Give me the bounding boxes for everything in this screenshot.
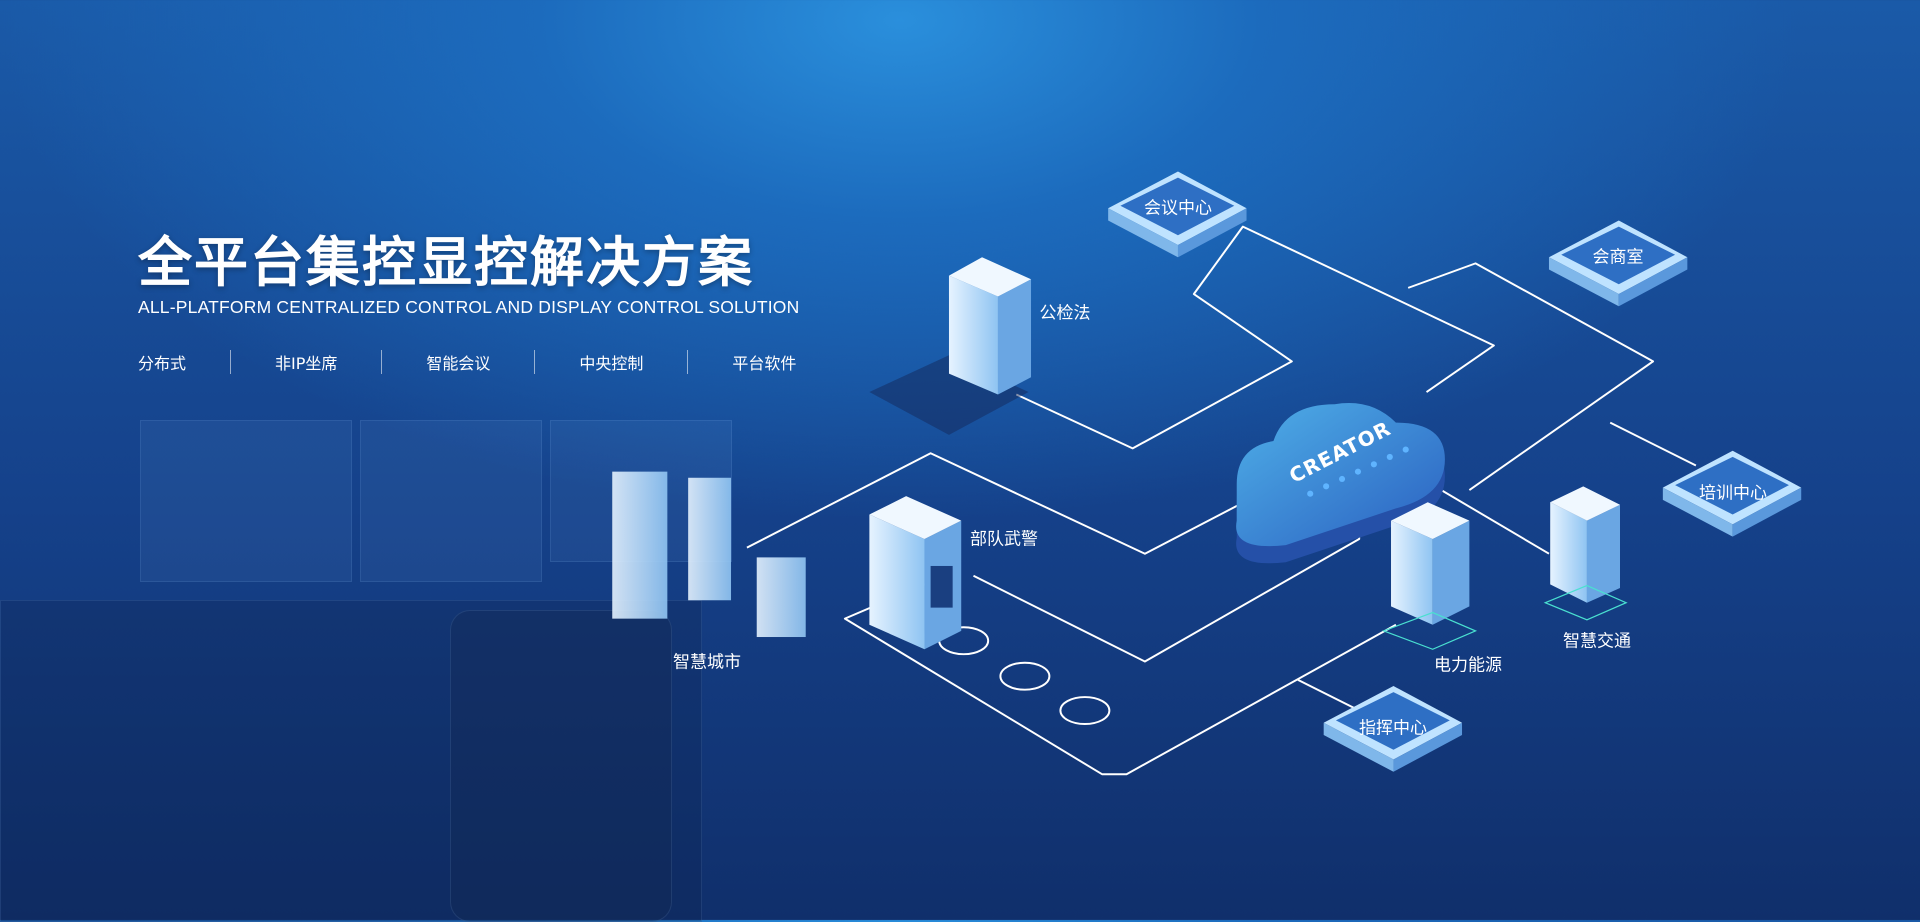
background-desk: [0, 600, 702, 922]
creator-cloud-icon: [1236, 403, 1445, 564]
server-gongjianfa: [869, 257, 1032, 435]
tag-central-control[interactable]: 中央控制: [579, 354, 644, 373]
node-label-smart-city: 智慧城市: [673, 652, 741, 673]
tag-distributed[interactable]: 分布式: [138, 354, 187, 373]
tile-command-center: [1323, 686, 1463, 772]
connection-lines: [746, 225, 1697, 776]
divider: [534, 350, 536, 374]
node-label-army-police: 部队武警: [970, 529, 1038, 550]
divider: [687, 350, 689, 374]
node-label-gongjianfa: 公检法: [1039, 303, 1091, 324]
tag-non-ip-seat[interactable]: 非IP坐席: [275, 354, 338, 373]
server-smart-city: [612, 471, 806, 638]
node-label-power-energy: 电力能源: [1434, 655, 1502, 676]
tile-label-training-center[interactable]: 培训中心: [1699, 483, 1767, 504]
background-monitor: [360, 420, 542, 582]
page-subtitle: ALL-PLATFORM CENTRALIZED CONTROL AND DIS…: [138, 297, 800, 317]
divider: [230, 350, 232, 374]
page-title: 全平台集控显控解决方案: [138, 231, 754, 294]
background-monitor: [140, 420, 352, 582]
tile-label-consultation-room[interactable]: 会商室: [1592, 247, 1644, 268]
tile-consultation-room: [1548, 220, 1688, 307]
server-army-police: [869, 496, 962, 650]
divider: [381, 350, 383, 374]
tile-label-meeting-center[interactable]: 会议中心: [1144, 198, 1212, 219]
server-smart-traffic: [1543, 486, 1628, 621]
tile-label-command-center[interactable]: 指挥中心: [1359, 718, 1427, 739]
tag-smart-meeting[interactable]: 智能会议: [426, 354, 491, 373]
tag-platform-software[interactable]: 平台软件: [732, 354, 797, 373]
background-chair: [450, 610, 672, 922]
tile-meeting-center: [1108, 171, 1247, 258]
tile-training-center: [1662, 450, 1802, 537]
feature-tags: 分布式 非IP坐席 智能会议 中央控制 平台软件: [138, 350, 796, 374]
server-power-energy: [1381, 502, 1478, 650]
node-label-smart-traffic: 智慧交通: [1563, 631, 1631, 652]
